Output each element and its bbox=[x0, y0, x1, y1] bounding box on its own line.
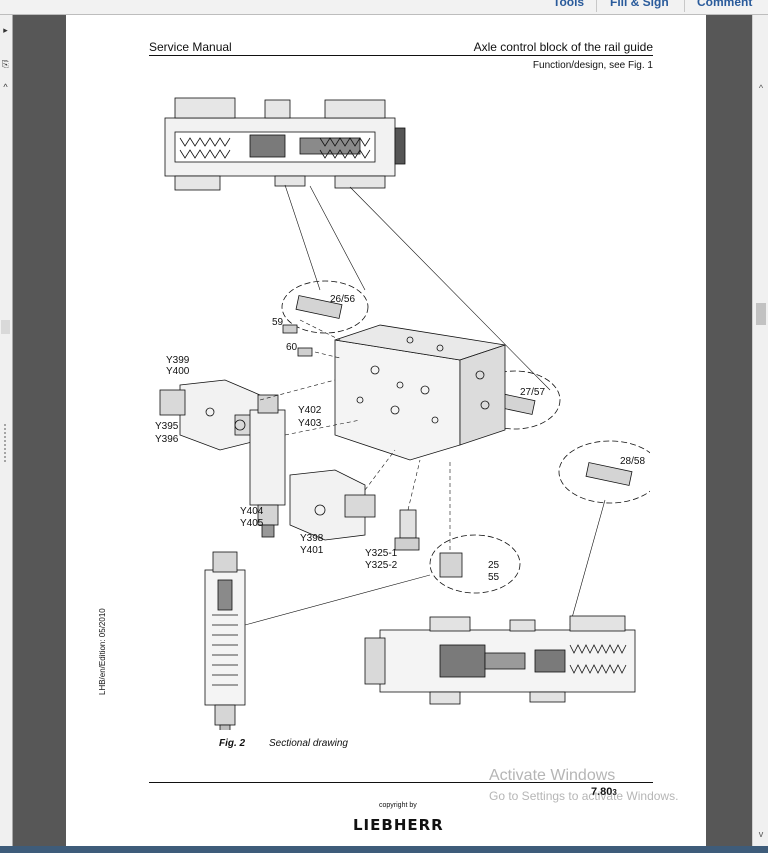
page-number-sub: 3 bbox=[612, 788, 617, 797]
viewer-background-left bbox=[13, 15, 66, 853]
label-y398: Y398 bbox=[300, 533, 324, 544]
scroll-up-icon[interactable]: ^ bbox=[758, 83, 764, 93]
solenoid-valve-vertical bbox=[249, 394, 286, 538]
activation-watermark-title: Activate Windows bbox=[489, 767, 616, 784]
figure-caption: Sectional drawing bbox=[269, 738, 348, 749]
label-y404: Y404 bbox=[240, 506, 264, 517]
sectional-drawing-figure: 26/56 27/57 28/58 25 55 59 60 Y399 Y400 … bbox=[155, 97, 650, 730]
expand-panel-icon[interactable]: ▸ bbox=[3, 25, 8, 35]
label-y405: Y405 bbox=[240, 518, 264, 529]
header-title-left: Service Manual bbox=[149, 40, 232, 54]
label-y395: Y395 bbox=[155, 421, 179, 432]
scroll-down-icon[interactable]: v bbox=[758, 829, 764, 839]
label-y325-2: Y325-2 bbox=[365, 560, 398, 571]
callout-26-56: 26/56 bbox=[330, 294, 355, 305]
callout-25: 25 bbox=[488, 560, 500, 571]
fill-sign-button[interactable]: Fill & Sign bbox=[610, 0, 669, 9]
attachment-icon[interactable]: ⎘ bbox=[1, 59, 10, 69]
panel-resize-handle[interactable] bbox=[3, 423, 7, 463]
header-subtitle: Function/design, see Fig. 1 bbox=[532, 60, 653, 71]
label-y399: Y399 bbox=[166, 355, 190, 366]
document-page: Service Manual Axle control block of the… bbox=[66, 15, 706, 846]
callout-59: 59 bbox=[272, 317, 284, 328]
callout-28-58: 28/58 bbox=[620, 456, 645, 467]
header-title-right: Axle control block of the rail guide bbox=[473, 40, 653, 54]
label-y400: Y400 bbox=[166, 366, 190, 377]
page-number: 7.803 bbox=[591, 786, 617, 798]
header-rule bbox=[149, 55, 653, 56]
copyright-text: copyright by bbox=[379, 802, 417, 809]
top-toolbar: Tools Fill & Sign Comment bbox=[0, 0, 768, 15]
label-y401: Y401 bbox=[300, 545, 324, 556]
label-y325-1: Y325-1 bbox=[365, 548, 398, 559]
left-navigation-pane: ▸ ⎘ ^ bbox=[0, 15, 13, 853]
top-valve-section bbox=[164, 97, 406, 191]
page-number-main: 7.80 bbox=[591, 786, 613, 798]
activation-watermark-text: Go to Settings to activate Windows. bbox=[489, 789, 679, 803]
callout-55: 55 bbox=[488, 572, 500, 583]
viewer-background-right bbox=[706, 15, 752, 853]
manifold-block bbox=[334, 324, 506, 461]
taskbar-edge bbox=[0, 846, 768, 853]
comment-button[interactable]: Comment bbox=[697, 0, 753, 9]
edition-label: LHB/en/Edition: 05/2010 bbox=[98, 608, 107, 695]
label-y402: Y402 bbox=[298, 405, 322, 416]
callout-27-57: 27/57 bbox=[520, 387, 545, 398]
panel-scroll-thumb[interactable] bbox=[1, 320, 10, 334]
footer-rule bbox=[149, 782, 653, 783]
label-y403: Y403 bbox=[298, 418, 322, 429]
vertical-scrollbar[interactable]: ^ v bbox=[752, 15, 768, 853]
tools-button[interactable]: Tools bbox=[553, 0, 585, 9]
solenoid-valve-lower bbox=[289, 469, 376, 541]
figure-number: Fig. 2 bbox=[219, 738, 246, 749]
liebherr-logo: LIEBHERR bbox=[353, 816, 444, 834]
toolbar-separator bbox=[684, 0, 685, 12]
chevron-up-icon[interactable]: ^ bbox=[3, 82, 8, 92]
toolbar-separator bbox=[596, 0, 597, 12]
callout-60: 60 bbox=[286, 342, 298, 353]
label-y396: Y396 bbox=[155, 434, 179, 445]
scrollbar-thumb[interactable] bbox=[756, 303, 766, 325]
bottom-left-section bbox=[204, 551, 246, 730]
bottom-right-section bbox=[364, 615, 636, 705]
